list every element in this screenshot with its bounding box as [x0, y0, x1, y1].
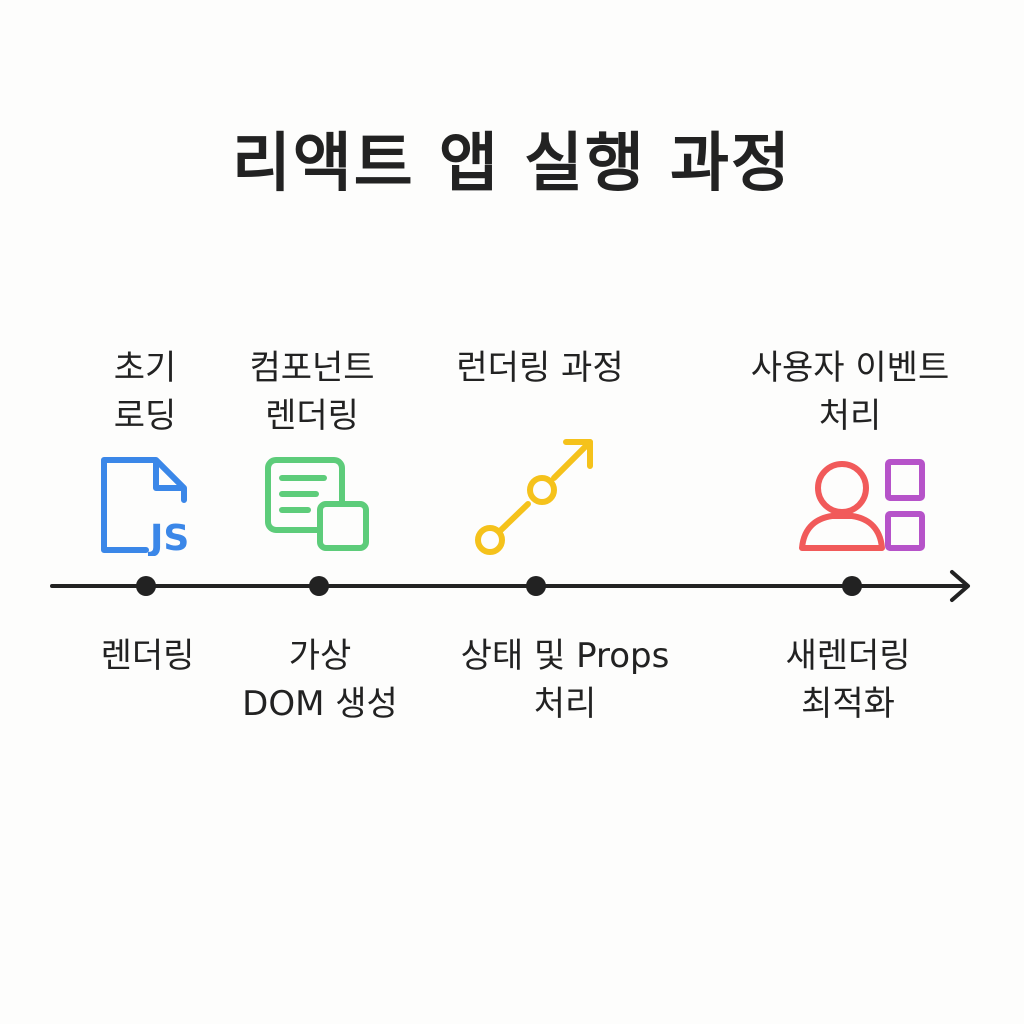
timeline — [50, 570, 970, 602]
bottom-label-virtual-dom: 가상 DOM 생성 — [242, 636, 398, 724]
js-file-icon: JS — [98, 456, 208, 560]
timeline-node-2 — [309, 576, 329, 596]
js-icon-label: JS — [147, 518, 189, 556]
top-label-initial-loading: 초기 로딩 — [113, 348, 177, 436]
timeline-arrowhead — [950, 570, 970, 602]
user-blocks-icon — [798, 456, 932, 560]
bottom-label-rerender-optimization: 새렌더링 최적화 — [785, 636, 911, 724]
timeline-node-4 — [842, 576, 862, 596]
top-label-component-rendering: 컴포넌트 렌더링 — [249, 348, 375, 436]
bottom-label-state-props: 상태 및 Props 처리 — [460, 636, 670, 724]
diagram-title: 리액트 앱 실행 과정 — [232, 127, 792, 201]
top-label-rendering-process: 런더링 과정 — [456, 348, 624, 388]
flow-arrow-icon — [468, 434, 608, 568]
component-panels-icon — [264, 456, 374, 560]
timeline-node-1 — [136, 576, 156, 596]
bottom-label-rendering: 렌더링 — [100, 636, 195, 676]
timeline-node-3 — [526, 576, 546, 596]
top-label-user-event: 사용자 이벤트 처리 — [750, 348, 950, 436]
